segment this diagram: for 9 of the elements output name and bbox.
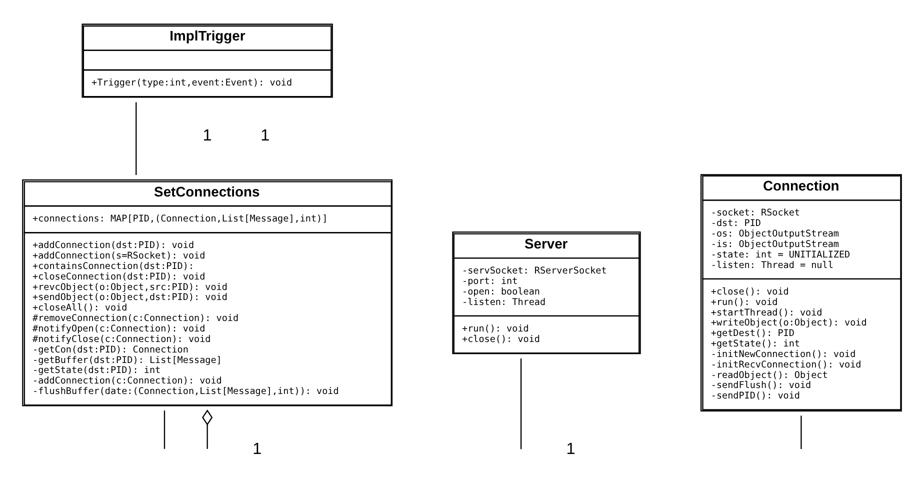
- connector: [206, 424, 208, 449]
- connector: [164, 410, 166, 449]
- label: 1: [252, 440, 262, 458]
- label: 1: [260, 126, 270, 144]
- connector: [520, 358, 522, 450]
- label: 1: [202, 126, 212, 144]
- label: 1: [566, 440, 576, 458]
- connector: [136, 102, 137, 176]
- connector: [800, 416, 802, 450]
